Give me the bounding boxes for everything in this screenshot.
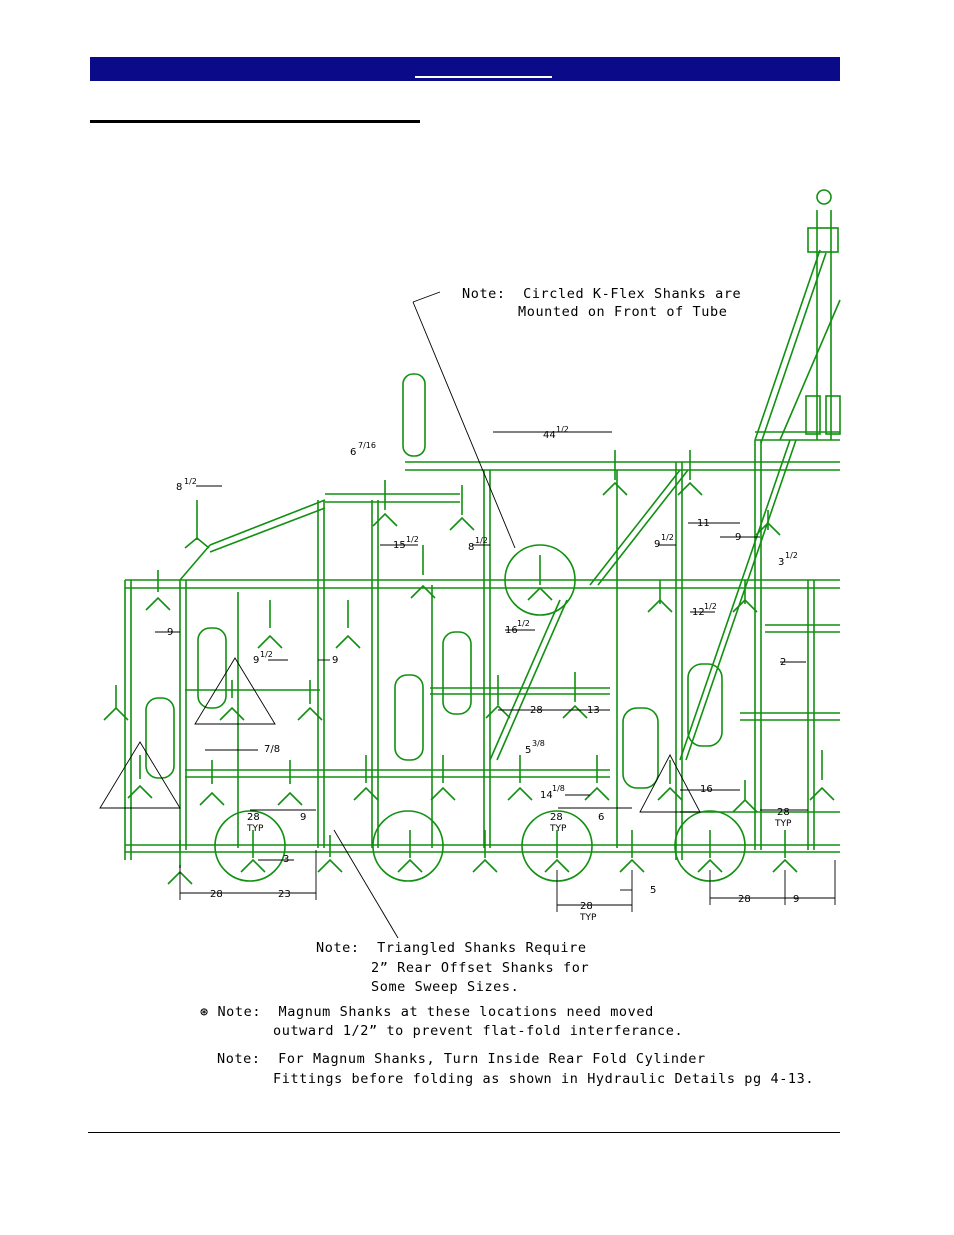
dim-label: 1/2 — [260, 650, 273, 659]
dim-label: 1/2 — [661, 533, 674, 542]
dim-label: 1/2 — [556, 425, 569, 434]
dim-label: 9 — [332, 655, 338, 666]
dim-label: 9 — [300, 812, 306, 823]
dim-label: 1/8 — [552, 784, 565, 793]
dim-label: 1/2 — [785, 551, 798, 560]
dim-label: 16 — [700, 784, 713, 795]
dim-label: 28 — [777, 807, 790, 818]
dim-label: 14 — [540, 790, 553, 801]
dim-label: 9 — [253, 655, 259, 666]
dim-label: 7/8 — [264, 744, 280, 755]
dim-label: 6 — [598, 812, 604, 823]
dim-label: 12 — [692, 607, 705, 618]
dim-label: 5 — [525, 745, 531, 756]
dim-label: 16 — [505, 625, 518, 636]
section-title-rule — [90, 120, 420, 123]
dim-label: 28 — [580, 901, 593, 912]
dim-label: 8 — [176, 482, 182, 493]
sweep-shanks — [103, 450, 835, 885]
dim-label: 3 — [778, 557, 784, 568]
dim-label: TYP — [774, 819, 792, 829]
dim-label: 28 — [550, 812, 563, 823]
annotation-linework — [99, 291, 836, 939]
frame-structure — [103, 189, 841, 885]
dim-label: 1/2 — [475, 536, 488, 545]
dim-label: 1/2 — [704, 602, 717, 611]
dim-label: 44 — [543, 430, 556, 441]
dim-label: 2 — [780, 657, 786, 668]
dim-label: 1/2 — [517, 619, 530, 628]
dim-label: 3/8 — [532, 739, 545, 748]
dim-label: TYP — [246, 824, 264, 834]
dim-label: 28 — [210, 889, 223, 900]
header-title-underline — [415, 76, 552, 78]
dim-label: 3 — [283, 854, 289, 865]
dim-label: 13 — [587, 705, 600, 716]
dim-label: TYP — [579, 913, 597, 923]
dim-label: 9 — [735, 532, 741, 543]
dim-label: 15 — [393, 540, 406, 551]
dim-label: 6 — [350, 447, 356, 458]
dim-label: 9 — [793, 894, 799, 905]
dim-label: TYP — [549, 824, 567, 834]
dim-label: 9 — [167, 627, 173, 638]
dimension-labels: 8 1/2 6 7/16 44 1/2 15 1/2 8 1/2 9 1/2 1… — [167, 425, 799, 923]
dim-label: 7/16 — [358, 441, 376, 450]
dim-label: 28 — [738, 894, 751, 905]
dim-label: 9 — [654, 539, 660, 550]
dim-label: 28 — [247, 812, 260, 823]
footer-rule — [88, 1132, 840, 1133]
dim-label: 1/2 — [406, 535, 419, 544]
dim-label: 1/2 — [184, 477, 197, 486]
dim-label: 5 — [650, 885, 656, 896]
dim-label: 11 — [697, 518, 710, 529]
dim-label: 28 — [530, 705, 543, 716]
dim-label: 23 — [278, 889, 291, 900]
dim-label: 8 — [468, 542, 474, 553]
